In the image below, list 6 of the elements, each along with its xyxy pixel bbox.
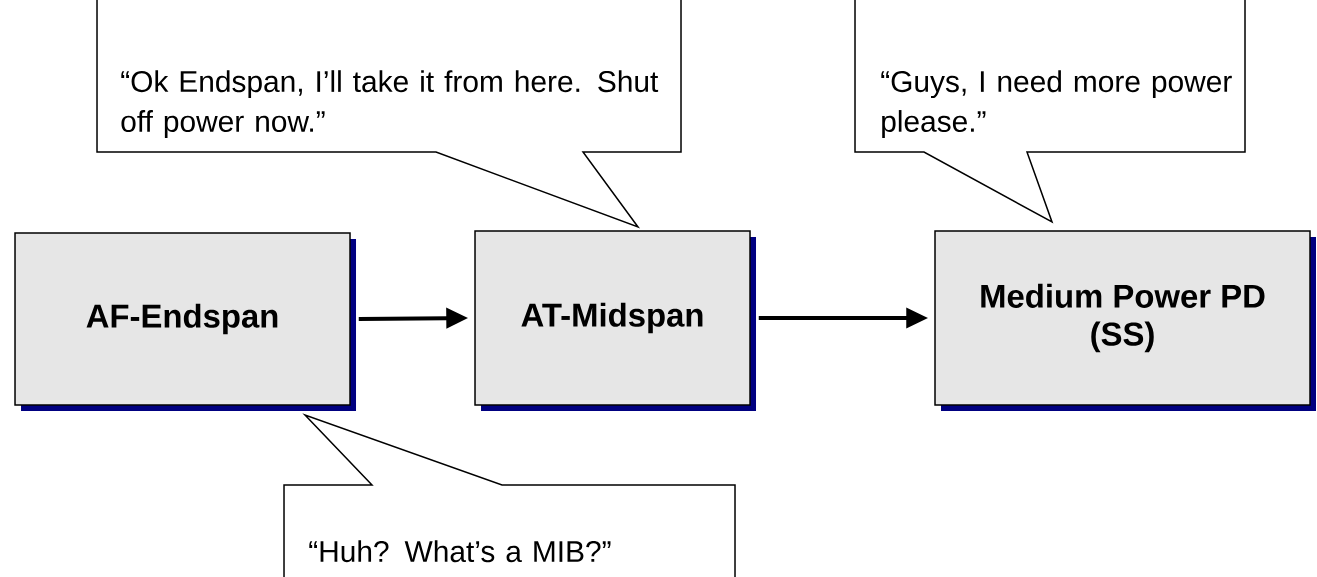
process-box: AF-Endspan (14, 232, 356, 411)
process-box: Medium Power PD (SS) (934, 230, 1316, 411)
speech-bubble: “Ok Endspan, I’ll take it from here. Shut off power now.” (96, 0, 682, 229)
speech-bubble: “Huh? What’s a MIB?” (283, 413, 736, 577)
process-box: AT-Midspan (474, 230, 756, 411)
speech-bubble: “Guys, I need more power please.” (854, 0, 1246, 224)
